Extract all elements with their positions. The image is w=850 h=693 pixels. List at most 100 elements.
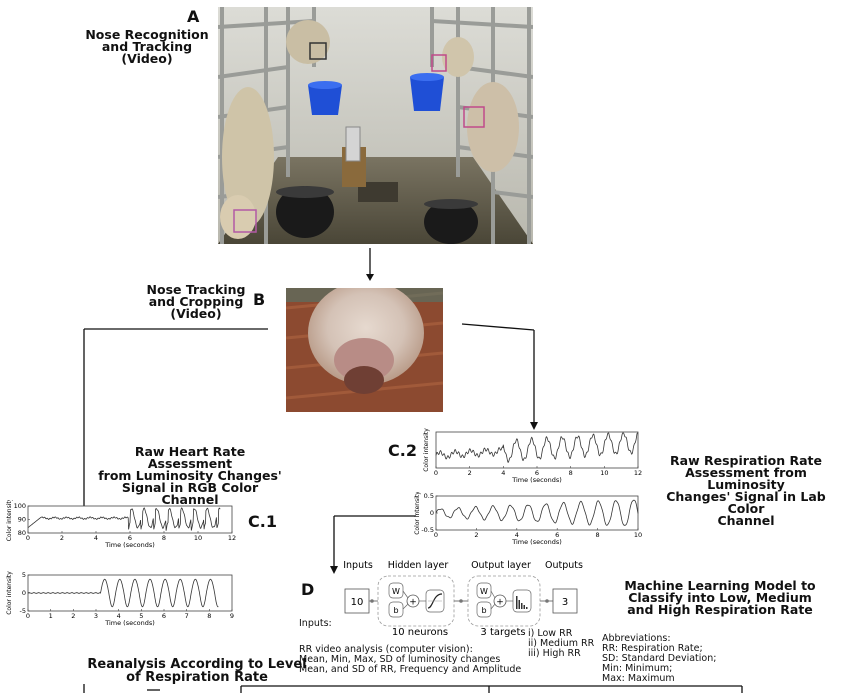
y-tick-label: 0 [430,509,434,517]
panel-c2-letter: C.2 [388,441,417,460]
class-item: ii) Medium RR [528,638,595,649]
signal-trace [27,507,221,531]
signal-trace [435,499,639,526]
y-tick-label: 100 [14,502,26,510]
y-axis-label: Color intensity [6,500,13,541]
class-item: iii) High RR [528,648,581,659]
nn-hidden-bias-box [388,601,404,618]
panel-d-letter: D [301,580,315,599]
panel-c2-title: Raw Respiration Rate Assessment from Lum… [646,454,846,527]
neural-network-diagram: Inputs Hidden layer Output layer Outputs… [343,560,583,638]
x-tick-label: 9 [230,612,234,620]
signal-trace [27,578,219,608]
x-tick-label: 0 [26,534,30,542]
y-axis-label: Color intensity [6,571,13,615]
class-item: i) Low RR [528,628,573,639]
nn-output-weight: W [480,587,488,596]
x-tick-label: 2 [60,534,64,542]
x-tick-label: 4 [94,534,98,542]
y-tick-label: 0 [22,589,26,597]
arrow-a-to-b [366,248,374,281]
x-tick-label: 3 [94,612,98,620]
x-tick-label: 7 [185,612,189,620]
panel-a-barn-image [218,7,533,244]
nn-hidden-plus: + [409,598,417,608]
y-tick-label: -5 [20,607,26,615]
x-tick-label: 2 [474,531,478,539]
x-axis-label: Time (seconds) [511,538,562,546]
nn-hidden-bias: b [393,606,398,615]
panel-d-title: Machine Learning Model to Classify into … [620,579,820,617]
plot-frame [435,431,639,469]
y-tick-label: 0.5 [424,492,434,500]
reanalysis-title-line: Reanalysis According to Level [87,657,307,672]
nn-hidden-weight: W [392,587,400,596]
abbrev-line: Max: Maximum [602,673,675,684]
softmax-bars-icon [516,596,528,609]
panel-d-title-line: and High Respiration Rate [627,602,813,617]
nn-output-caption: 3 targets [480,627,525,638]
reanalysis-title: Reanalysis According to Level of Respira… [83,658,311,684]
x-tick-label: 1 [49,612,53,620]
inputs-description-line: Mean, and SD of RR, Frequency and Amplit… [299,664,522,675]
abbreviations: Abbreviations: RR: Respiration Rate; SD:… [602,634,716,684]
x-tick-label: 2 [71,612,75,620]
panel-b-title-line: (Video) [170,306,222,321]
x-tick-label: 8 [569,469,573,477]
y-tick-label: 80 [18,529,26,537]
x-tick-label: 4 [501,469,505,477]
panel-c2-title-line: Changes' Signal in Lab Color [666,489,826,516]
inputs-description-line: Mean, Min, Max, SD of luminosity changes [299,654,501,665]
x-tick-label: 0 [26,612,30,620]
panel-c1-title: Raw Heart Rate Assessment from Luminosit… [92,444,288,506]
panel-c1-title-line: Raw Heart Rate Assessment [134,444,246,471]
x-tick-label: 10 [634,531,642,539]
nn-hidden-weight-box [388,582,404,599]
nn-hidden-header: Hidden layer [388,560,449,571]
panel-b-title-line: Nose Tracking [146,282,246,297]
panel-d-title-line: Classify into Low, Medium [628,590,812,605]
class-list: i) Low RR ii) Medium RR iii) High RR [528,629,594,659]
x-tick-label: 4 [117,612,121,620]
panel-a-title-line: Nose Recognition [85,27,209,42]
nn-output-bias: b [481,606,486,615]
bottom-connectors [83,684,743,693]
inputs-description-line: RR video analysis (computer vision): [299,644,473,655]
reanalysis-title-line: of Respiration Rate [126,670,268,685]
x-tick-label: 2 [468,469,472,477]
abbrev-line: SD: Standard Deviation; [602,653,717,664]
x-tick-label: 6 [535,469,539,477]
x-tick-label: 6 [162,612,166,620]
panel-a-title-line: (Video) [121,51,173,66]
abbrev-line: RR: Respiration Rate; [602,643,703,654]
connector-b-to-c2 [461,323,538,430]
nn-output-count: 3 [562,597,568,608]
x-tick-label: 4 [515,531,519,539]
y-axis-label: Color intensity [414,492,421,535]
y-axis-label: Color intensity [423,428,430,472]
x-tick-label: 8 [596,531,600,539]
abbrev-line: Abbreviations: [602,633,671,644]
x-tick-label: 0 [434,531,438,539]
connector-b-to-c1 [83,328,268,508]
y-tick-label: -0.5 [421,526,434,534]
y-tick-label: 5 [22,571,26,579]
x-tick-label: 10 [600,469,608,477]
panel-a-letter: A [187,7,200,26]
connector-c2-to-d [330,515,416,574]
signal-trace [435,432,638,464]
nn-output-bias-box [476,601,492,618]
panel-b-nose-crop-image [286,288,443,412]
x-tick-label: 5 [139,612,143,620]
panel-c2-title-line: Assessment from Luminosity [685,465,807,492]
panel-a-title: Nose Recognition and Tracking (Video) [82,27,212,66]
x-tick-label: 12 [634,469,642,477]
x-tick-label: 12 [228,534,236,542]
panel-b-letter: B [253,290,266,309]
nn-output-header: Output layer [471,560,531,571]
x-tick-label: 6 [128,534,132,542]
inputs-description: RR video analysis (computer vision): Mea… [299,645,521,675]
